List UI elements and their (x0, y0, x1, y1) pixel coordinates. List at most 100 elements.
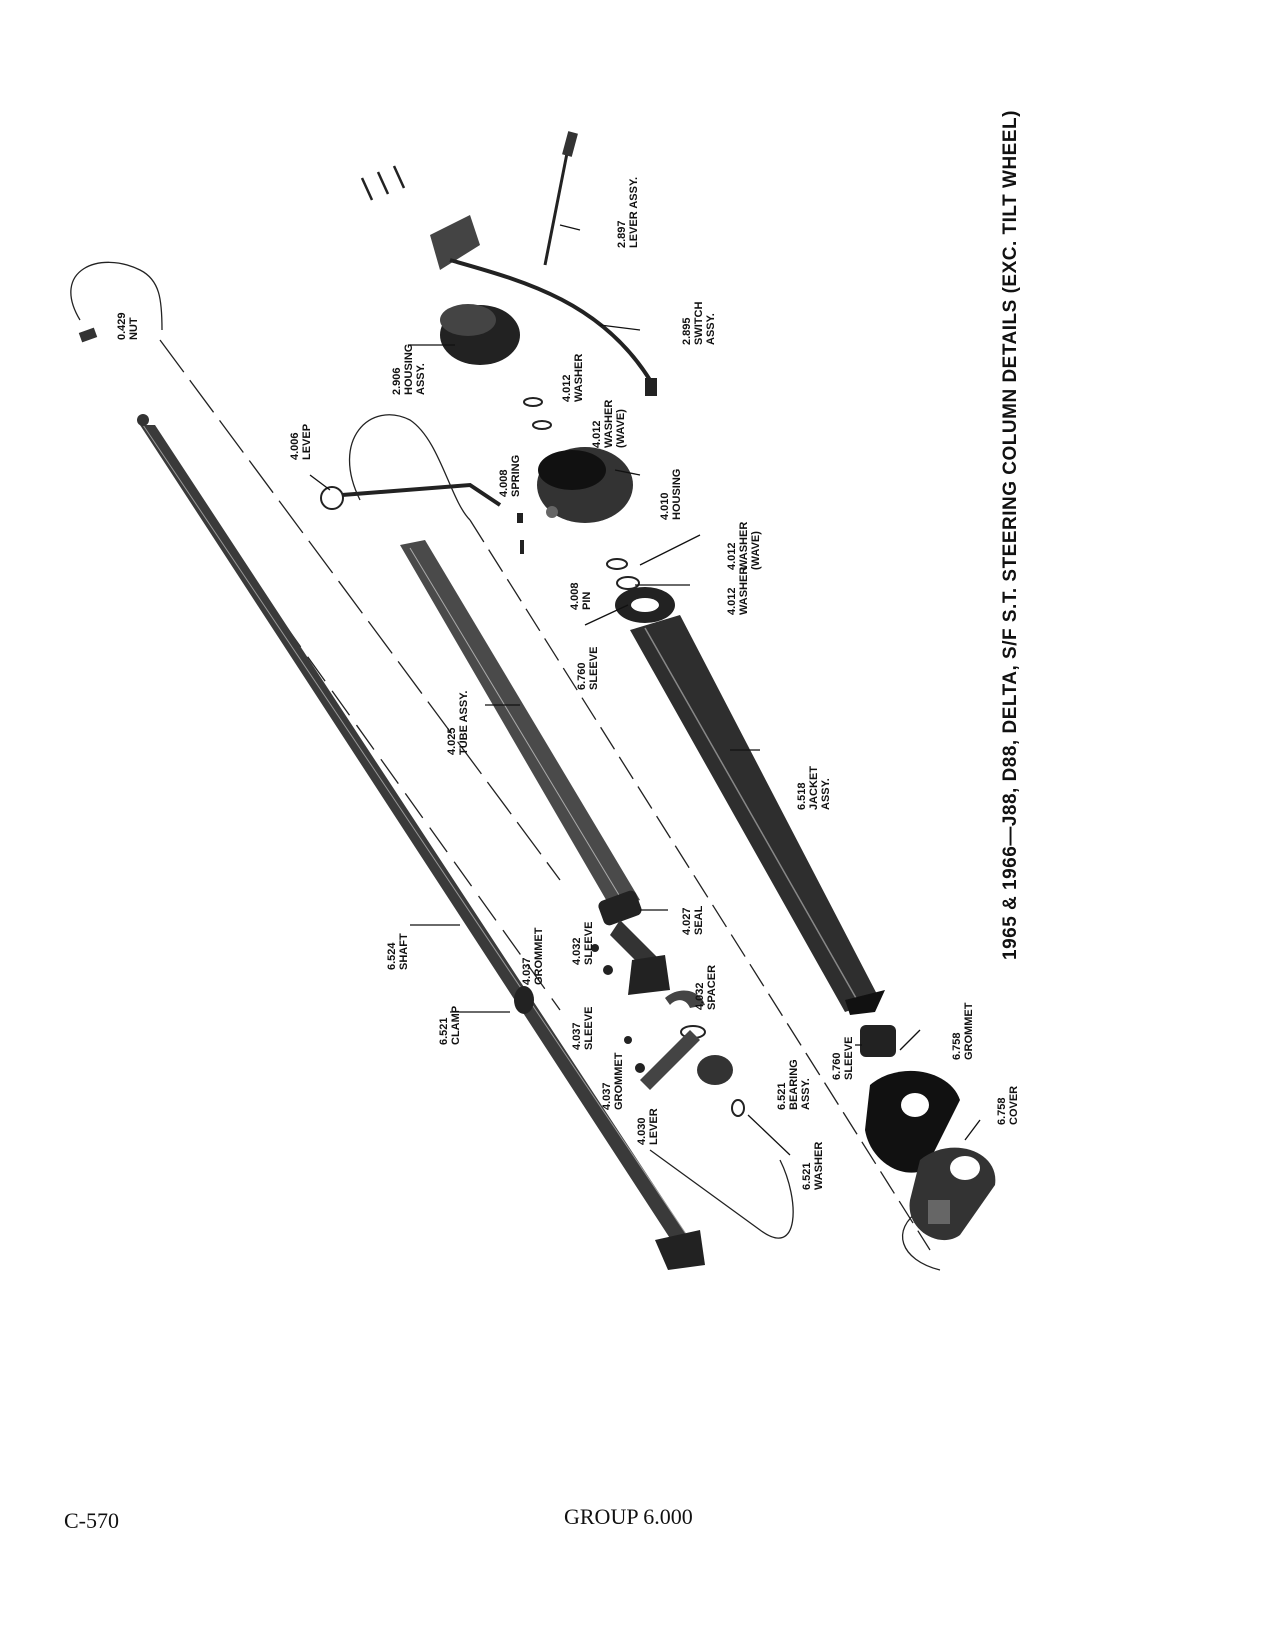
tube-4025 (400, 540, 670, 995)
callout-line: 4.025 (446, 727, 458, 755)
callout-line: SEAL (693, 905, 705, 935)
callout-line: (WAVE) (615, 409, 627, 448)
callout-line: 0.429 (116, 312, 128, 340)
callout-washer-4012a: 4.012WASHER (561, 354, 585, 402)
callout-line: WASHER (738, 567, 750, 615)
callout-line: 2.897 (616, 220, 628, 248)
callout-line: PIN (581, 592, 593, 610)
callout-line: ASSY. (705, 313, 717, 345)
spacer-4032 (665, 990, 705, 1008)
callout-line: LEVEP (301, 424, 313, 460)
callout-line: 4.037 (601, 1082, 613, 1110)
callout-seal-4027: 4.027SEAL (681, 905, 705, 935)
callout-line: SLEEVE (583, 1007, 595, 1050)
lever-4030 (640, 1030, 700, 1090)
callout-switch-2895: 2.895SWITCHASSY. (681, 302, 717, 345)
callout-cover-6758: 6.758COVER (996, 1086, 1020, 1125)
cover-6758 (909, 1147, 996, 1241)
jacket-6518 (630, 615, 885, 1015)
leader-lines (309, 224, 981, 1156)
callout-grommet-4037a: 4.037GROMMET (521, 927, 545, 985)
bearing-6521 (697, 1055, 733, 1085)
callout-line: SLEEVE (588, 647, 600, 690)
callout-line: 6.521 (776, 1082, 788, 1110)
callout-sleeve-6760a: 6.760SLEEVE (576, 647, 600, 690)
callout-line: BEARING (788, 1059, 800, 1110)
callout-line: HOUSING (671, 469, 683, 520)
callout-shaft-6524: 6.524SHAFT (386, 933, 410, 970)
screws (360, 165, 406, 201)
callout-line: WASHER (738, 522, 750, 570)
callout-line: 4.006 (289, 432, 301, 460)
switch-2895 (430, 215, 657, 396)
callout-line: 4.008 (498, 469, 510, 497)
callout-line: 6.524 (386, 942, 398, 970)
callout-lever-4030: 4.030LEVER (636, 1108, 660, 1145)
shaft-6524 (137, 414, 705, 1270)
callout-line: WASHER (603, 400, 615, 448)
callout-sleeve-4037: 4.037SLEEVE (571, 1007, 595, 1050)
callout-line: (WAVE) (750, 531, 762, 570)
callout-line: TUBE ASSY. (458, 691, 470, 755)
nut-0429 (78, 327, 98, 343)
callout-grommet-6758: 6.758GROMMET (951, 1002, 975, 1060)
callout-washer-4012d: 4.012WASHER (726, 567, 750, 615)
callout-spacer-4032: 4.032SPACER (694, 965, 718, 1010)
callout-clamp-6521: 6.521CLAMP (438, 1006, 462, 1045)
callout-line: COVER (1008, 1086, 1020, 1125)
housing-4010 (537, 447, 633, 523)
guide-line-nut (159, 339, 561, 881)
lever-4006 (320, 482, 502, 510)
callout-spring-4008: 4.008SPRING (498, 455, 522, 497)
callout-line: 4.012 (561, 374, 573, 402)
callout-line: 4.037 (521, 957, 533, 985)
callout-line: 6.758 (951, 1032, 963, 1060)
callout-line: ASSY. (800, 1078, 812, 1110)
callout-housing-4010: 4.010HOUSING (659, 469, 683, 520)
callout-line: WASHER (813, 1142, 825, 1190)
callout-line: LEVER ASSY. (628, 177, 640, 248)
grommet-6758 (865, 1070, 960, 1173)
callout-line: GROMMET (613, 1052, 625, 1110)
guide-line-lever (348, 414, 471, 521)
callout-line: SWITCH (693, 302, 705, 345)
callout-nut-0429: 0.429NUT (116, 312, 140, 340)
callout-washer-6521: 6.521WASHER (801, 1142, 825, 1190)
callout-line: 6.758 (996, 1097, 1008, 1125)
callout-washer-4012c: 4.012WASHER(WAVE) (726, 522, 762, 570)
callout-line: SLEEVE (583, 922, 595, 965)
sleeve-6760b (860, 1025, 896, 1057)
callout-line: 4.032 (694, 982, 706, 1010)
page-number: C-570 (64, 1508, 119, 1533)
callout-line: 4.032 (571, 937, 583, 965)
callout-line: 2.895 (681, 317, 693, 345)
group-label: GROUP 6.000 (564, 1504, 693, 1529)
callout-pin-4008: 4.008PIN (569, 582, 593, 610)
callout-line: SPACER (706, 965, 718, 1010)
callout-line: NUT (128, 317, 140, 340)
callout-line: 4.012 (726, 542, 738, 570)
callout-line: SPRING (510, 455, 522, 497)
callout-line: 4.012 (726, 587, 738, 615)
callout-line: WASHER (573, 354, 585, 402)
callout-line: 4.030 (636, 1117, 648, 1145)
callout-line: ASSY. (415, 363, 427, 395)
callout-line: ASSY. (820, 778, 832, 810)
callout-housing-2906: 2.906HOUSINGASSY. (391, 344, 427, 395)
callout-bearing-6521: 6.521BEARINGASSY. (776, 1059, 812, 1110)
callout-line: 6.760 (831, 1052, 843, 1080)
housing-2906 (440, 304, 520, 365)
callout-line: 6.521 (438, 1017, 450, 1045)
callout-line: JACKET (808, 766, 820, 810)
callout-lever-2897: 2.897LEVER ASSY. (616, 177, 640, 248)
callout-tube-4025: 4.025TUBE ASSY. (446, 691, 470, 755)
callout-line: CLAMP (450, 1006, 462, 1045)
callout-line: GROMMET (533, 927, 545, 985)
callout-jacket-6518: 6.518JACKETASSY. (796, 766, 832, 810)
callout-line: 2.906 (391, 367, 403, 395)
callout-sleeve-4032: 4.032SLEEVE (571, 922, 595, 965)
callout-line: SHAFT (398, 933, 410, 970)
callout-line: 4.010 (659, 492, 671, 520)
